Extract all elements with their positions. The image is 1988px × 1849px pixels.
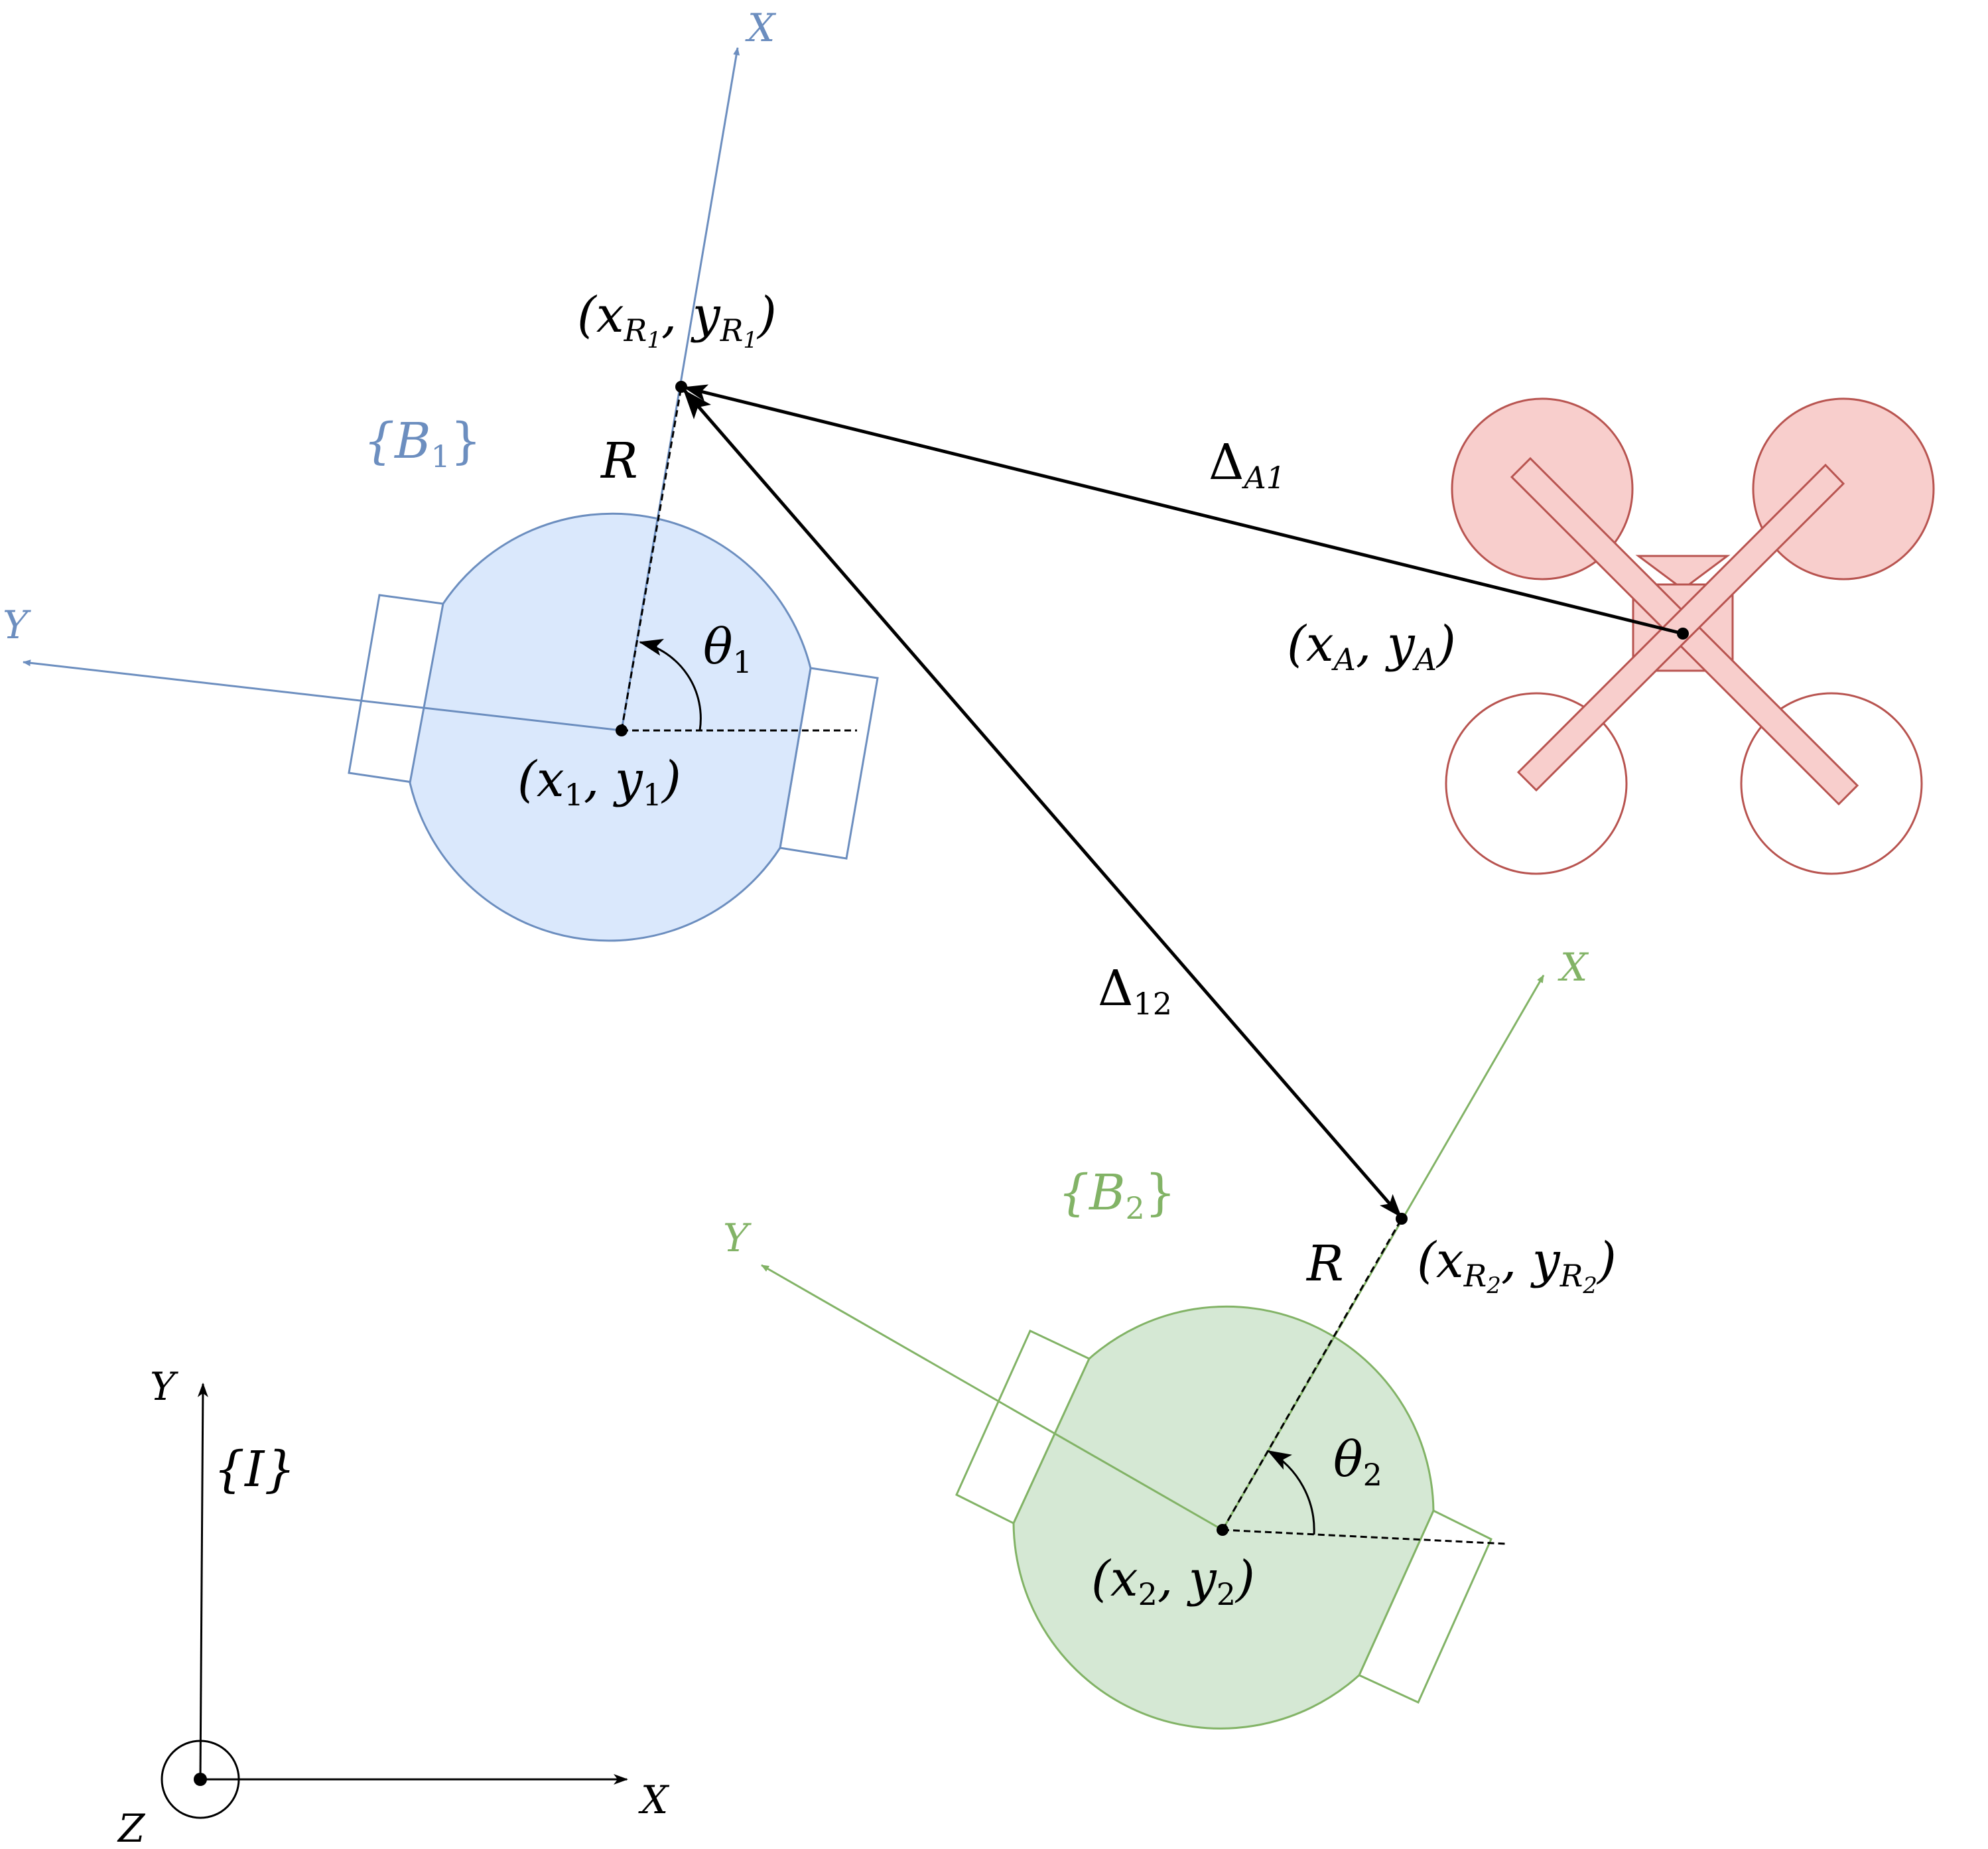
robot-2-heading-reference bbox=[1222, 1529, 1506, 1545]
drone-arm-2 bbox=[1516, 463, 1845, 792]
robot-1-reference-point-label: (xR1, yR1) bbox=[577, 287, 777, 354]
delta-12-arrow bbox=[680, 385, 1402, 1218]
robot-2-angle-label: θ2 bbox=[1333, 1431, 1382, 1493]
drone-position-label: (xA, yA) bbox=[1287, 616, 1456, 677]
robot-2-x-axis-label: X bbox=[1557, 945, 1589, 990]
drone bbox=[1445, 397, 1935, 875]
robot-2-position-label: (x2, y2) bbox=[1091, 1550, 1255, 1612]
robot-1-angle-arc bbox=[639, 639, 702, 731]
inertial-y-axis-label: Y bbox=[150, 1364, 178, 1409]
robot-2-y-axis bbox=[761, 1264, 1223, 1531]
robot-2-radius-label: R bbox=[1305, 1235, 1344, 1292]
inertial-frame bbox=[161, 1383, 628, 1819]
robot-1 bbox=[23, 47, 879, 942]
drone-heading-marker bbox=[1635, 555, 1731, 590]
robot-2-y-axis-label: Y bbox=[723, 1215, 752, 1261]
inertial-x-axis-label: X bbox=[638, 1777, 670, 1822]
robot-1-y-axis bbox=[23, 659, 622, 732]
inertial-z-axis-label: Z bbox=[117, 1806, 146, 1849]
inertial-frame-label: {I} bbox=[214, 1441, 295, 1498]
robot-1-x-axis-label: X bbox=[745, 5, 777, 50]
robot-2-frame-label: {B2} bbox=[1058, 1164, 1176, 1226]
delta-a1-label: ΔA1 bbox=[1209, 434, 1286, 496]
robot-1-frame-label: {B1} bbox=[364, 413, 482, 474]
robot-2-center-point bbox=[1217, 1524, 1228, 1536]
robot-2-radius-line bbox=[1221, 1218, 1403, 1531]
robot-1-radius-line bbox=[620, 386, 683, 731]
robot-1-center-point bbox=[616, 724, 628, 736]
robot-2 bbox=[761, 975, 1545, 1730]
robot-2-reference-point-label: (xR2, yR2) bbox=[1417, 1232, 1617, 1299]
robot-1-angle-label: θ1 bbox=[703, 618, 752, 680]
robot-2-body bbox=[1012, 1305, 1435, 1730]
delta-12-label: Δ12 bbox=[1098, 960, 1172, 1022]
inertial-z-axis-circle bbox=[161, 1740, 240, 1819]
robot-1-y-axis-label: Y bbox=[3, 602, 31, 648]
robot-2-angle-arc bbox=[1267, 1450, 1315, 1535]
delta-a1-arrow bbox=[683, 384, 1684, 636]
robot-1-body bbox=[409, 512, 812, 942]
robot-1-radius-label: R bbox=[600, 433, 638, 490]
inertial-origin-point bbox=[194, 1773, 207, 1786]
inertial-y-axis bbox=[197, 1383, 208, 1780]
drone-rotor-top-right bbox=[1752, 397, 1935, 581]
delta-12-start-arrowhead bbox=[683, 389, 711, 419]
robot-1-position-label: (x1, y1) bbox=[517, 751, 681, 813]
